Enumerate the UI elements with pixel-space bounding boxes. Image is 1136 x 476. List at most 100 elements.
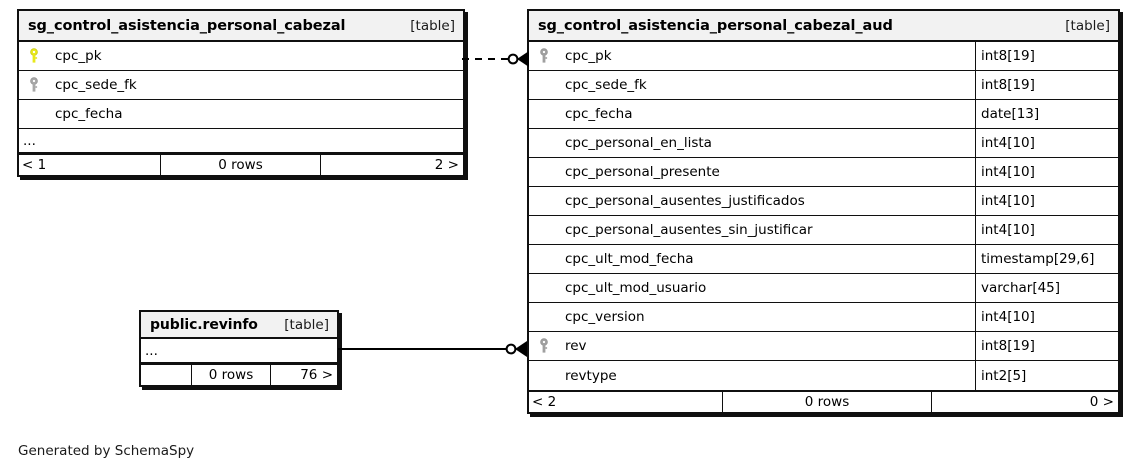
- prev-page-button[interactable]: < 1: [22, 157, 47, 173]
- table-header-aud: sg_control_asistencia_personal_cabezal_a…: [529, 11, 1118, 42]
- table-row[interactable]: cpc_fecha date[13]: [529, 100, 1118, 129]
- column-type-cell: int8[19]: [975, 42, 1118, 70]
- column-type-cell: int4[10]: [975, 158, 1118, 186]
- column-name-cell: cpc_pk: [559, 42, 975, 70]
- column-name-cell: cpc_personal_en_lista: [559, 129, 975, 157]
- table-row[interactable]: cpc_personal_ausentes_sin_justificar int4…: [529, 216, 1118, 245]
- column-name-cell: cpc_sede_fk: [559, 71, 975, 99]
- column-name-cell: cpc_sede_fk: [49, 71, 463, 99]
- column-type: date[13]: [981, 106, 1040, 122]
- column-name: cpc_pk: [565, 48, 612, 64]
- column-type: varchar[45]: [981, 280, 1061, 296]
- relationship-line-cabezal-to-aud: [462, 51, 529, 67]
- table-title: public.revinfo: [150, 316, 258, 333]
- column-type: int4[10]: [981, 309, 1035, 325]
- column-type-cell: timestamp[29,6]: [975, 245, 1118, 273]
- table-row[interactable]: cpc_sede_fk: [19, 71, 463, 100]
- no-key-icon: [19, 100, 49, 128]
- table-row[interactable]: cpc_personal_en_lista int4[10]: [529, 129, 1118, 158]
- table-row[interactable]: cpc_fecha: [19, 100, 463, 129]
- no-key-icon: [529, 71, 559, 99]
- column-list-cabezal: cpc_pk cpc_sede_fk cpc_fecha: [19, 42, 463, 153]
- column-type: timestamp[29,6]: [981, 251, 1095, 267]
- column-name-cell: cpc_ult_mod_usuario: [559, 274, 975, 302]
- primary-key-icon: [19, 42, 49, 70]
- table-type-tag: [table]: [284, 316, 329, 333]
- column-name-cell: cpc_ult_mod_fecha: [559, 245, 975, 273]
- column-name: cpc_sede_fk: [565, 77, 647, 93]
- no-key-icon: [529, 187, 559, 215]
- table-row[interactable]: cpc_ult_mod_usuario varchar[45]: [529, 274, 1118, 303]
- table-row[interactable]: cpc_pk int8[19]: [529, 42, 1118, 71]
- foreign-key-icon: [19, 71, 49, 99]
- no-key-icon: [529, 216, 559, 244]
- column-type: int8[19]: [981, 77, 1035, 93]
- column-type-cell: varchar[45]: [975, 274, 1118, 302]
- column-type-cell: int4[10]: [975, 303, 1118, 331]
- table-row[interactable]: rev int8[19]: [529, 332, 1118, 361]
- no-key-icon: [529, 100, 559, 128]
- foreign-key-icon: [529, 332, 559, 360]
- column-name-cell: cpc_version: [559, 303, 975, 331]
- foreign-key-icon: [529, 42, 559, 70]
- column-type-cell: int8[19]: [975, 332, 1118, 360]
- table-footer-revinfo: 0 rows 76 >: [141, 363, 337, 385]
- column-type: int2[5]: [981, 367, 1027, 384]
- relationship-line-revinfo-to-aud: [338, 341, 527, 357]
- column-name: revtype: [565, 367, 617, 384]
- row-count-label: 0 rows: [191, 365, 271, 385]
- table-node-revinfo[interactable]: public.revinfo [table] ... 0 rows 76 >: [139, 310, 339, 387]
- column-type: int8[19]: [981, 48, 1035, 64]
- column-name: cpc_fecha: [565, 106, 633, 122]
- table-footer-cabezal: < 1 0 rows 2 >: [19, 153, 463, 175]
- column-name: rev: [565, 338, 587, 354]
- column-name: cpc_personal_ausentes_sin_justificar: [565, 222, 813, 238]
- no-key-icon: [529, 361, 559, 390]
- table-header-revinfo: public.revinfo [table]: [141, 312, 337, 339]
- table-type-tag: [table]: [1065, 17, 1110, 34]
- more-columns-ellipsis: ...: [141, 339, 337, 363]
- table-row[interactable]: revtype int2[5]: [529, 361, 1118, 390]
- table-type-tag: [table]: [410, 17, 455, 34]
- column-type: int4[10]: [981, 222, 1035, 238]
- next-page-button[interactable]: 0 >: [1089, 394, 1114, 410]
- prev-page-button[interactable]: < 2: [532, 394, 557, 410]
- column-name-cell: cpc_personal_presente: [559, 158, 975, 186]
- column-name: cpc_personal_presente: [565, 164, 720, 180]
- table-footer-aud: < 2 0 rows 0 >: [529, 390, 1118, 412]
- prev-page-button[interactable]: [141, 365, 191, 385]
- table-row[interactable]: cpc_ult_mod_fecha timestamp[29,6]: [529, 245, 1118, 274]
- column-name-cell: cpc_personal_ausentes_justificados: [559, 187, 975, 215]
- table-row[interactable]: cpc_pk: [19, 42, 463, 71]
- row-count-label: 0 rows: [160, 155, 321, 175]
- column-name: cpc_ult_mod_fecha: [565, 251, 694, 267]
- column-type-cell: int4[10]: [975, 216, 1118, 244]
- table-row[interactable]: cpc_personal_presente int4[10]: [529, 158, 1118, 187]
- column-name-cell: cpc_fecha: [49, 100, 463, 128]
- table-node-aud[interactable]: sg_control_asistencia_personal_cabezal_a…: [527, 9, 1120, 414]
- no-key-icon: [529, 129, 559, 157]
- column-name: cpc_pk: [55, 48, 102, 64]
- more-columns-ellipsis: ...: [19, 129, 463, 153]
- column-type-cell: date[13]: [975, 100, 1118, 128]
- column-type: int4[10]: [981, 135, 1035, 151]
- column-name-cell: rev: [559, 332, 975, 360]
- next-page-button[interactable]: 2 >: [434, 157, 459, 173]
- table-header-cabezal: sg_control_asistencia_personal_cabezal […: [19, 11, 463, 42]
- table-title: sg_control_asistencia_personal_cabezal_a…: [538, 17, 893, 34]
- column-name: cpc_fecha: [55, 106, 123, 122]
- table-node-cabezal[interactable]: sg_control_asistencia_personal_cabezal […: [17, 9, 465, 177]
- no-key-icon: [529, 303, 559, 331]
- column-name: cpc_personal_en_lista: [565, 135, 712, 151]
- table-row[interactable]: cpc_version int4[10]: [529, 303, 1118, 332]
- column-name: cpc_version: [565, 309, 645, 325]
- no-key-icon: [529, 245, 559, 273]
- column-name-cell: revtype: [559, 361, 975, 390]
- table-row[interactable]: cpc_sede_fk int8[19]: [529, 71, 1118, 100]
- row-count-label: 0 rows: [722, 392, 932, 412]
- column-type: int8[19]: [981, 338, 1035, 354]
- next-page-button[interactable]: 76 >: [300, 367, 333, 383]
- no-key-icon: [529, 158, 559, 186]
- column-type: int4[10]: [981, 164, 1035, 180]
